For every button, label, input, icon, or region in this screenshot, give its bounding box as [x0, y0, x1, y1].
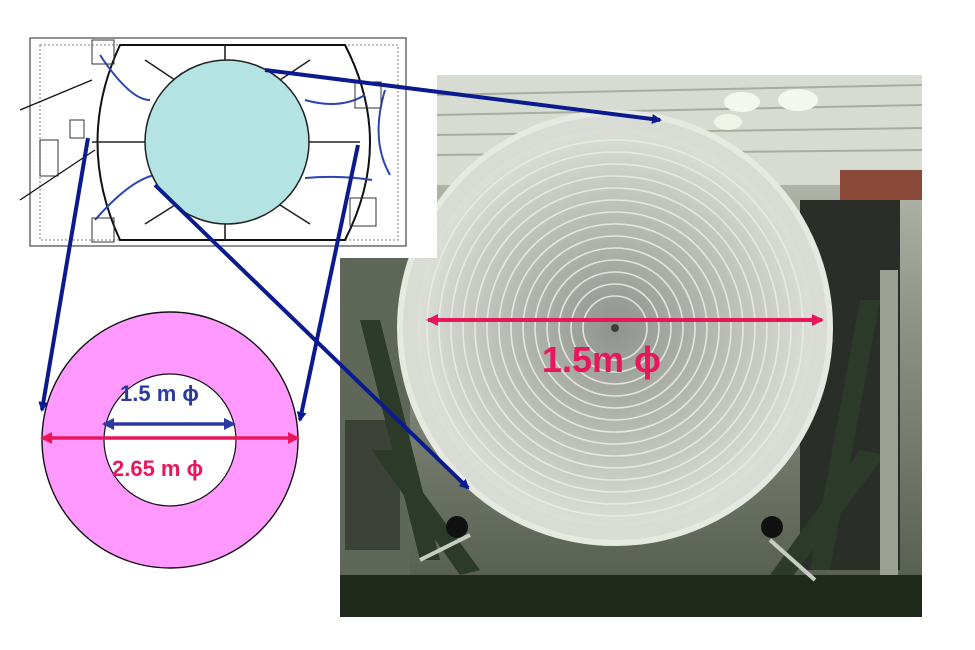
pointer-arrow-to-annulus-left [38, 137, 90, 412]
mechanical-drawing [19, 37, 407, 247]
inner-diameter-label: 1.5 m ϕ [120, 381, 199, 406]
ceiling-lamp-icon [714, 89, 818, 130]
fresnel-lens-photo [340, 75, 922, 617]
outer-diameter-label: 2.65 m ϕ [112, 456, 203, 481]
pointer-arrow-to-lens-edge [153, 183, 470, 490]
bolt-icon [446, 516, 783, 538]
pointer-arrow-to-photo [264, 68, 662, 124]
annulus-diagram [40, 311, 300, 569]
lens-diameter-label: 1.5m ϕ [542, 339, 661, 380]
pointer-arrow-to-annulus-right [296, 144, 360, 422]
pointer-arrows [38, 68, 662, 490]
